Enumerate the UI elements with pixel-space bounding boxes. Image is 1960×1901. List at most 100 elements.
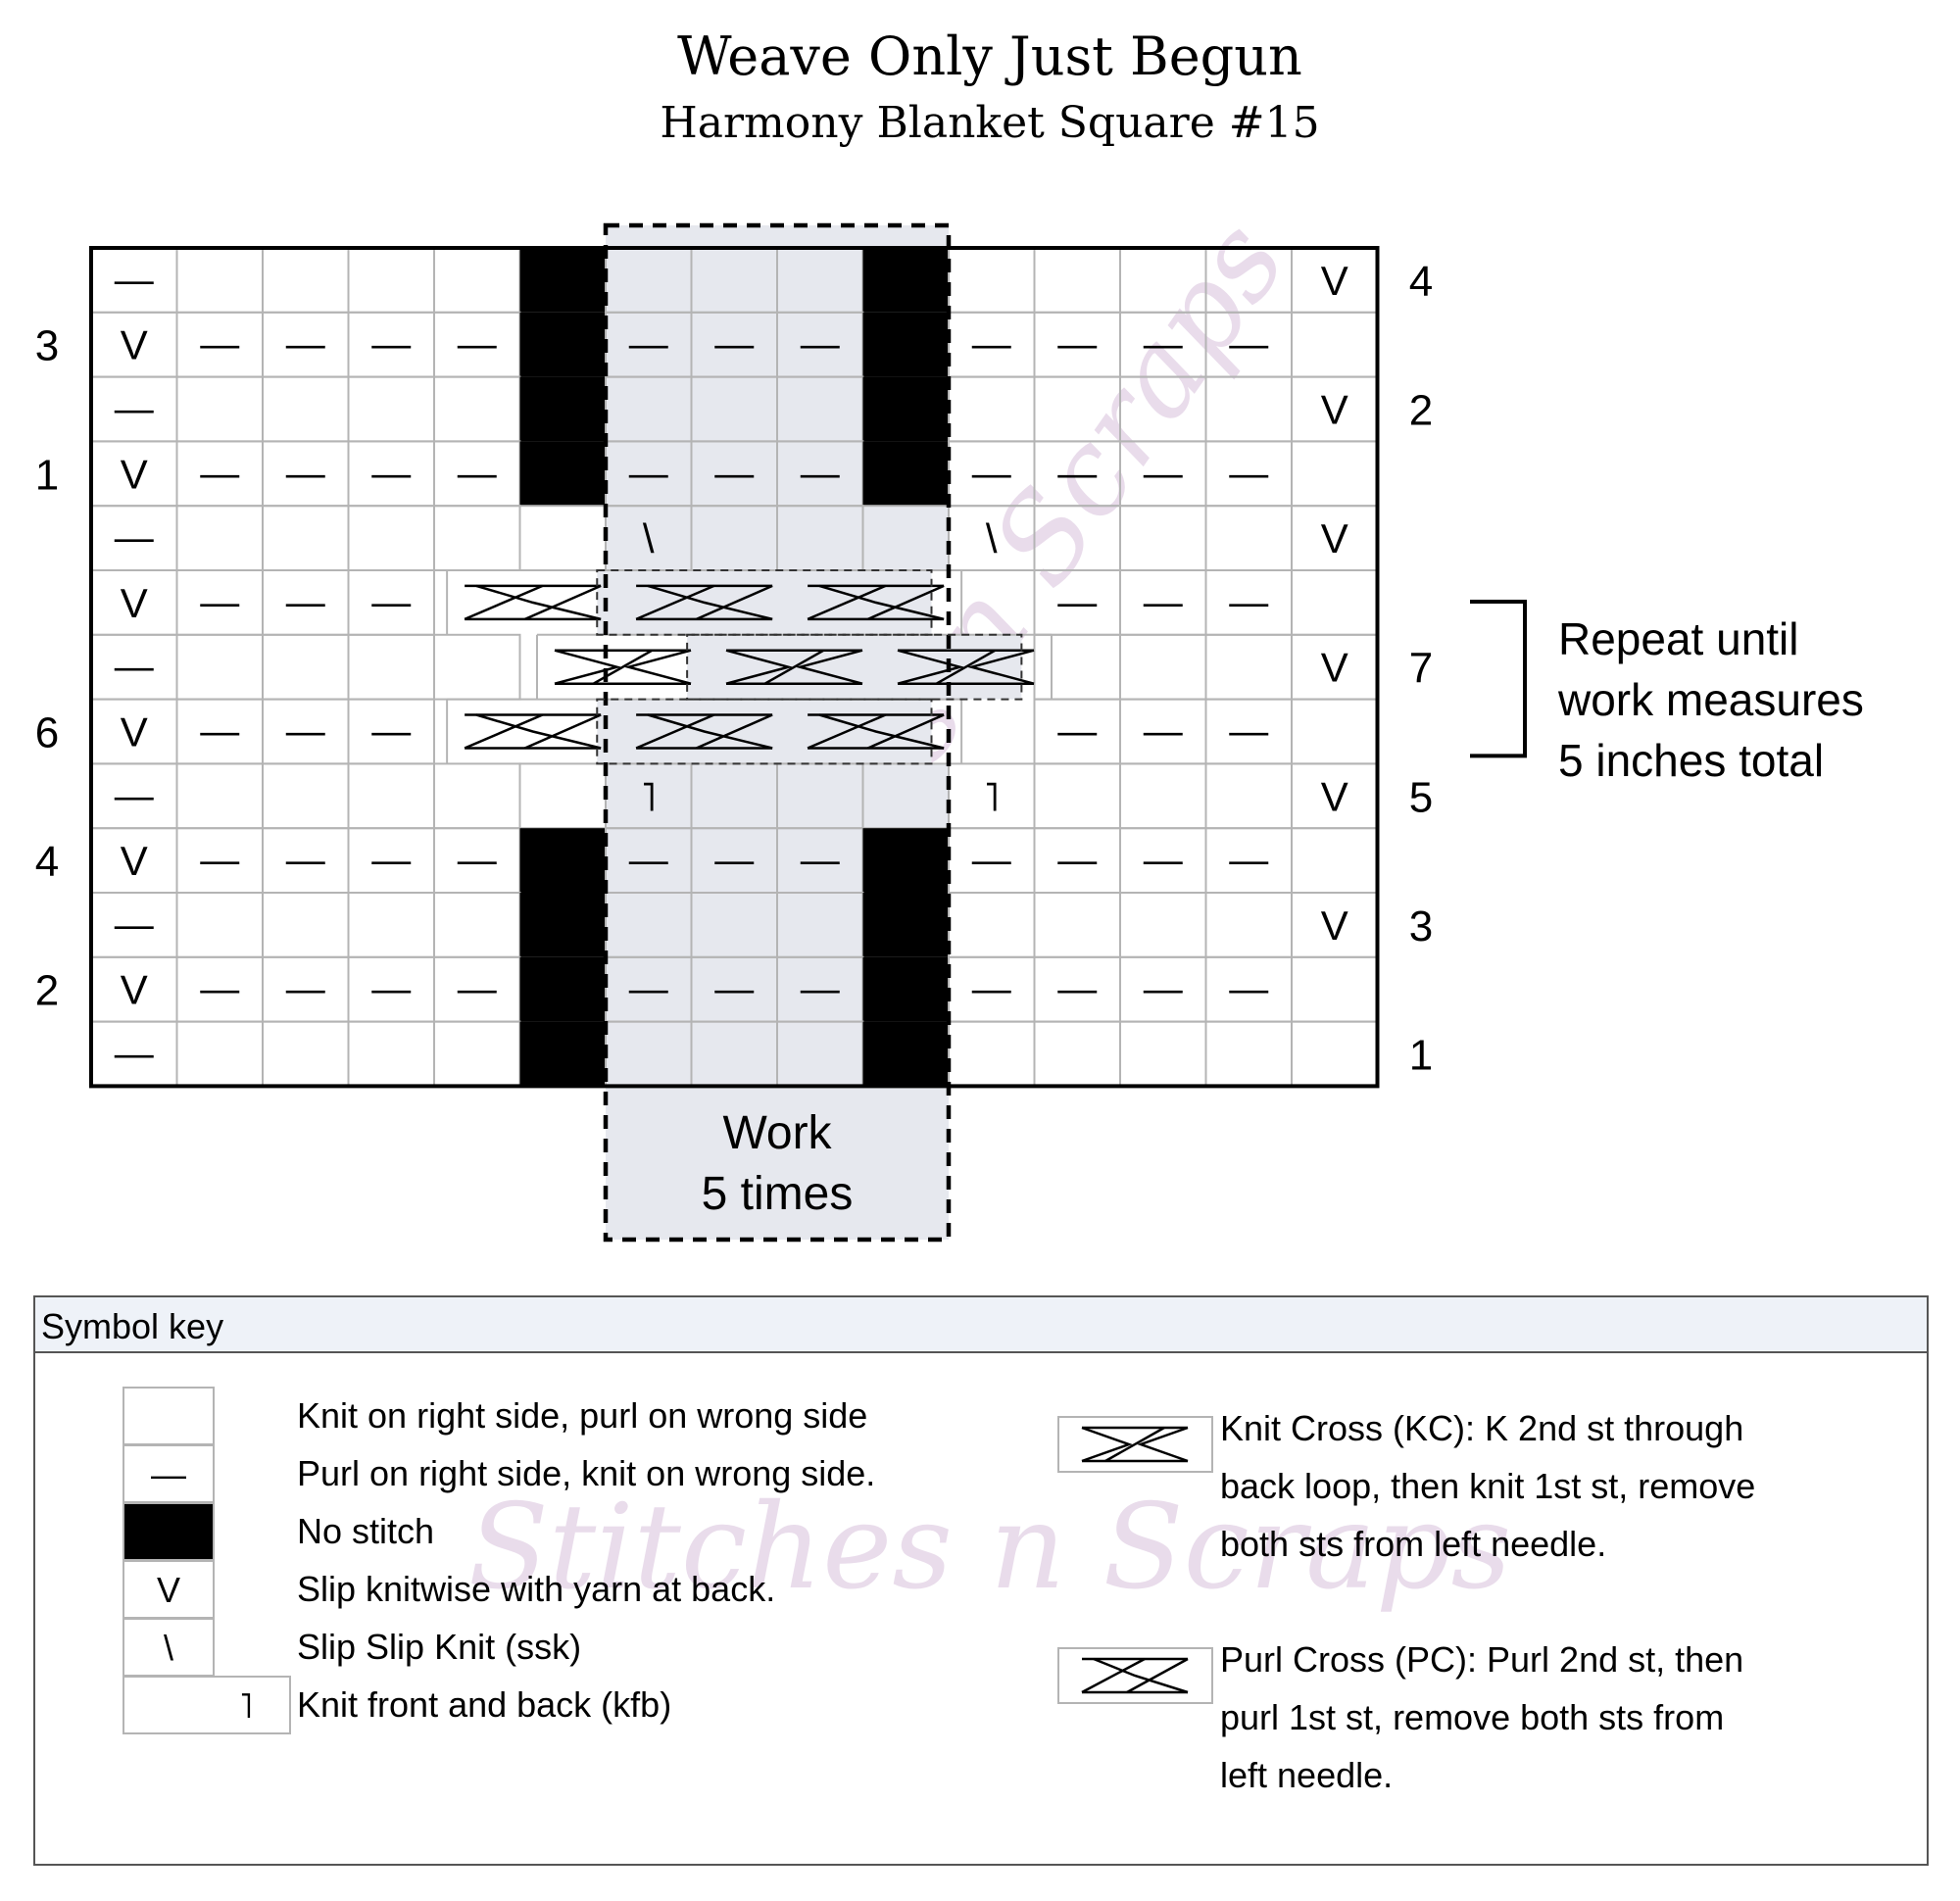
svg-text:—: —: [371, 581, 411, 624]
chart-cell-slip: V: [1291, 762, 1379, 830]
svg-text:—: —: [115, 388, 154, 431]
chart-cell-purl: —: [262, 569, 350, 636]
work-repeat-label-line: Work: [722, 1107, 832, 1159]
chart-cell-purl: —: [175, 698, 264, 765]
chart-cell-knit: [1291, 569, 1379, 636]
chart-cell-purl: —: [948, 311, 1036, 378]
chart-cell-knit: [1119, 633, 1207, 701]
svg-text:—: —: [115, 516, 154, 560]
chart-cell-slip: V: [1291, 633, 1379, 701]
svg-text:—: —: [115, 1033, 154, 1076]
chart-cell-purl: —: [175, 440, 264, 508]
svg-text:—: —: [115, 774, 154, 817]
svg-text:—: —: [1144, 581, 1183, 624]
chart-cell-purl: —: [433, 955, 521, 1023]
chart-cell-knit: [1291, 311, 1379, 378]
svg-text:V: V: [1321, 387, 1348, 433]
svg-text:—: —: [1057, 968, 1097, 1011]
chart-cell-purl: —: [175, 827, 264, 895]
chart-cell-purl: —: [1204, 569, 1293, 636]
purl-cross-symbol: [807, 713, 945, 750]
chart-cell-knit: [347, 892, 435, 958]
chart-cell-knit: [433, 505, 521, 572]
chart-cell-purl: —: [1204, 698, 1293, 765]
key-item-kfb: ˥Knit front and back (kfb): [122, 1676, 671, 1734]
chart-cell-knit: [1204, 633, 1293, 701]
purl-cross-symbol: [1081, 1657, 1189, 1694]
svg-text:—: —: [1144, 710, 1183, 754]
svg-text:—: —: [1229, 581, 1268, 624]
svg-text:—: —: [115, 903, 154, 947]
chart-cell-purl: —: [690, 311, 778, 378]
chart-cell-purl: —: [948, 955, 1036, 1023]
svg-text:V: V: [121, 967, 148, 1013]
svg-text:—: —: [458, 839, 497, 882]
svg-text:—: —: [371, 452, 411, 495]
chart-cell-knit: [1033, 247, 1121, 314]
chart-cell-knit: [347, 1020, 435, 1088]
svg-text:V: V: [121, 709, 148, 756]
chart-cell-slip: V: [90, 698, 178, 765]
key-item-text: Slip Slip Knit (ssk): [297, 1627, 581, 1667]
symbol-key-header: [35, 1297, 1927, 1352]
svg-text:—: —: [458, 323, 497, 366]
chart-cell-purl: —: [90, 633, 178, 701]
chart-cell-purl: —: [1033, 955, 1121, 1023]
key-symbol-glyph: V: [157, 1570, 180, 1610]
chart-cell-none: [862, 312, 949, 377]
chart-cell-purl: —: [90, 762, 178, 830]
chart-cell-purl: —: [1204, 955, 1293, 1023]
svg-text:—: —: [286, 323, 325, 366]
svg-text:—: —: [629, 839, 668, 882]
chart-cell-knit: [175, 762, 264, 830]
svg-text:V: V: [1321, 258, 1348, 304]
svg-text:—: —: [200, 968, 239, 1011]
chart-cell-purl: —: [605, 440, 693, 508]
svg-text:—: —: [972, 452, 1011, 495]
svg-text:—: —: [1057, 323, 1097, 366]
chart-cell-purl: —: [262, 440, 350, 508]
chart-cell-purl: —: [1033, 698, 1121, 765]
key-item-ssk: \Slip Slip Knit (ssk): [122, 1618, 581, 1677]
chart-cell-knit: [1204, 505, 1293, 572]
chart-cell-none: [862, 893, 949, 957]
chart-cell-knit: [1033, 762, 1121, 830]
row-number-right: 1: [1409, 1032, 1433, 1080]
chart-cell-knit: [1204, 1020, 1293, 1088]
svg-text:—: —: [1229, 452, 1268, 495]
chart-cell-none: [862, 441, 949, 507]
chart-cell-slip: V: [90, 311, 178, 378]
page-subtitle: Harmony Blanket Square #15: [660, 98, 1319, 148]
chart-cell-knit: [518, 505, 607, 572]
svg-text:V: V: [1321, 645, 1348, 691]
chart-cell-purl: —: [433, 311, 521, 378]
watermark-text: Stitches n Scraps: [468, 1480, 1511, 1616]
chart-cell-knit: [433, 892, 521, 958]
purl-cross-symbol: [807, 584, 945, 621]
knit-cross-symbol: [725, 649, 863, 685]
chart-cell-knit: [1204, 892, 1293, 958]
chart-cell-knit: [1119, 892, 1207, 958]
chart-cell-purl: —: [347, 955, 435, 1023]
chart-cell-purl: —: [90, 375, 178, 443]
chart-cell-purl: —: [90, 1020, 178, 1088]
repeat-shade-cable: [597, 570, 932, 635]
svg-text:V: V: [1321, 773, 1348, 819]
svg-text:˥: ˥: [641, 773, 657, 819]
svg-text:—: —: [458, 452, 497, 495]
chart-cell-purl: —: [1033, 827, 1121, 895]
chart-cell-knit: [1033, 1020, 1121, 1088]
chart-cell-purl: —: [90, 247, 178, 314]
svg-text:—: —: [1057, 839, 1097, 882]
svg-text:—: —: [629, 452, 668, 495]
svg-text:—: —: [801, 452, 840, 495]
svg-text:V: V: [121, 451, 148, 497]
chart-cell-none: [862, 956, 949, 1022]
svg-text:—: —: [286, 968, 325, 1011]
chart-cell-slip: V: [90, 440, 178, 508]
key-item-text: Purl Cross (PC): Purl 2nd st, then: [1220, 1639, 1743, 1680]
purl-cross-symbol: [464, 584, 602, 621]
chart-cell-knit: [433, 633, 521, 701]
